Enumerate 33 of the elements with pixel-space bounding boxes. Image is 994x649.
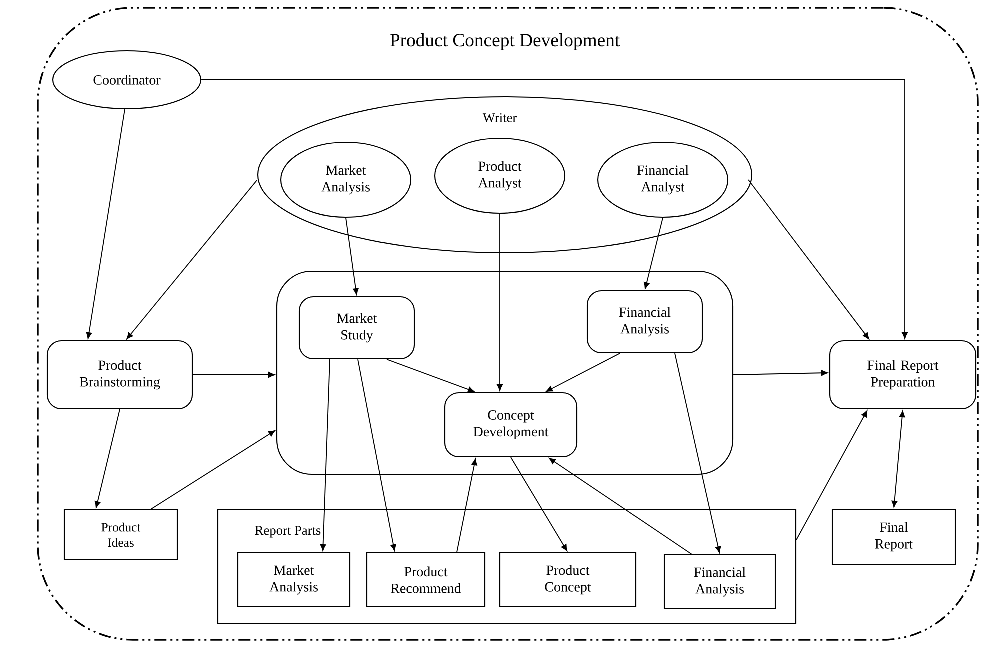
document-box: Product Ideas — [64, 509, 178, 561]
document-box: Product Concept — [499, 552, 637, 608]
process-box: Financial Analysis — [586, 290, 704, 354]
arrow — [126, 180, 258, 340]
arrow — [86, 109, 126, 340]
document-box: Final Report — [832, 508, 956, 566]
process-box: Final Report Preparation — [829, 340, 977, 410]
arrow — [674, 353, 722, 554]
document-box: Financial Analysis — [664, 554, 776, 610]
document-box: Product Recommend — [366, 552, 486, 608]
arrow — [456, 458, 478, 553]
arrow — [796, 410, 868, 540]
arrow — [733, 370, 828, 376]
arrow — [150, 430, 276, 510]
arrow — [892, 410, 906, 508]
group-box — [276, 270, 734, 476]
arrow — [192, 372, 276, 378]
arrow — [386, 359, 475, 393]
arrow — [546, 353, 620, 392]
arrow — [497, 214, 503, 392]
arrow — [748, 180, 870, 340]
arrow — [94, 409, 120, 508]
arrow — [346, 218, 359, 296]
arrow — [201, 80, 908, 340]
arrow — [510, 457, 568, 552]
arrow — [358, 359, 396, 552]
process-box: Market Study — [298, 296, 416, 360]
arrow — [548, 458, 692, 555]
arrow — [644, 218, 664, 290]
process-box: Product Brainstorming — [46, 340, 194, 410]
process-box: Concept Development — [444, 392, 578, 458]
arrow — [320, 359, 330, 552]
document-box: Market Analysis — [237, 552, 351, 608]
